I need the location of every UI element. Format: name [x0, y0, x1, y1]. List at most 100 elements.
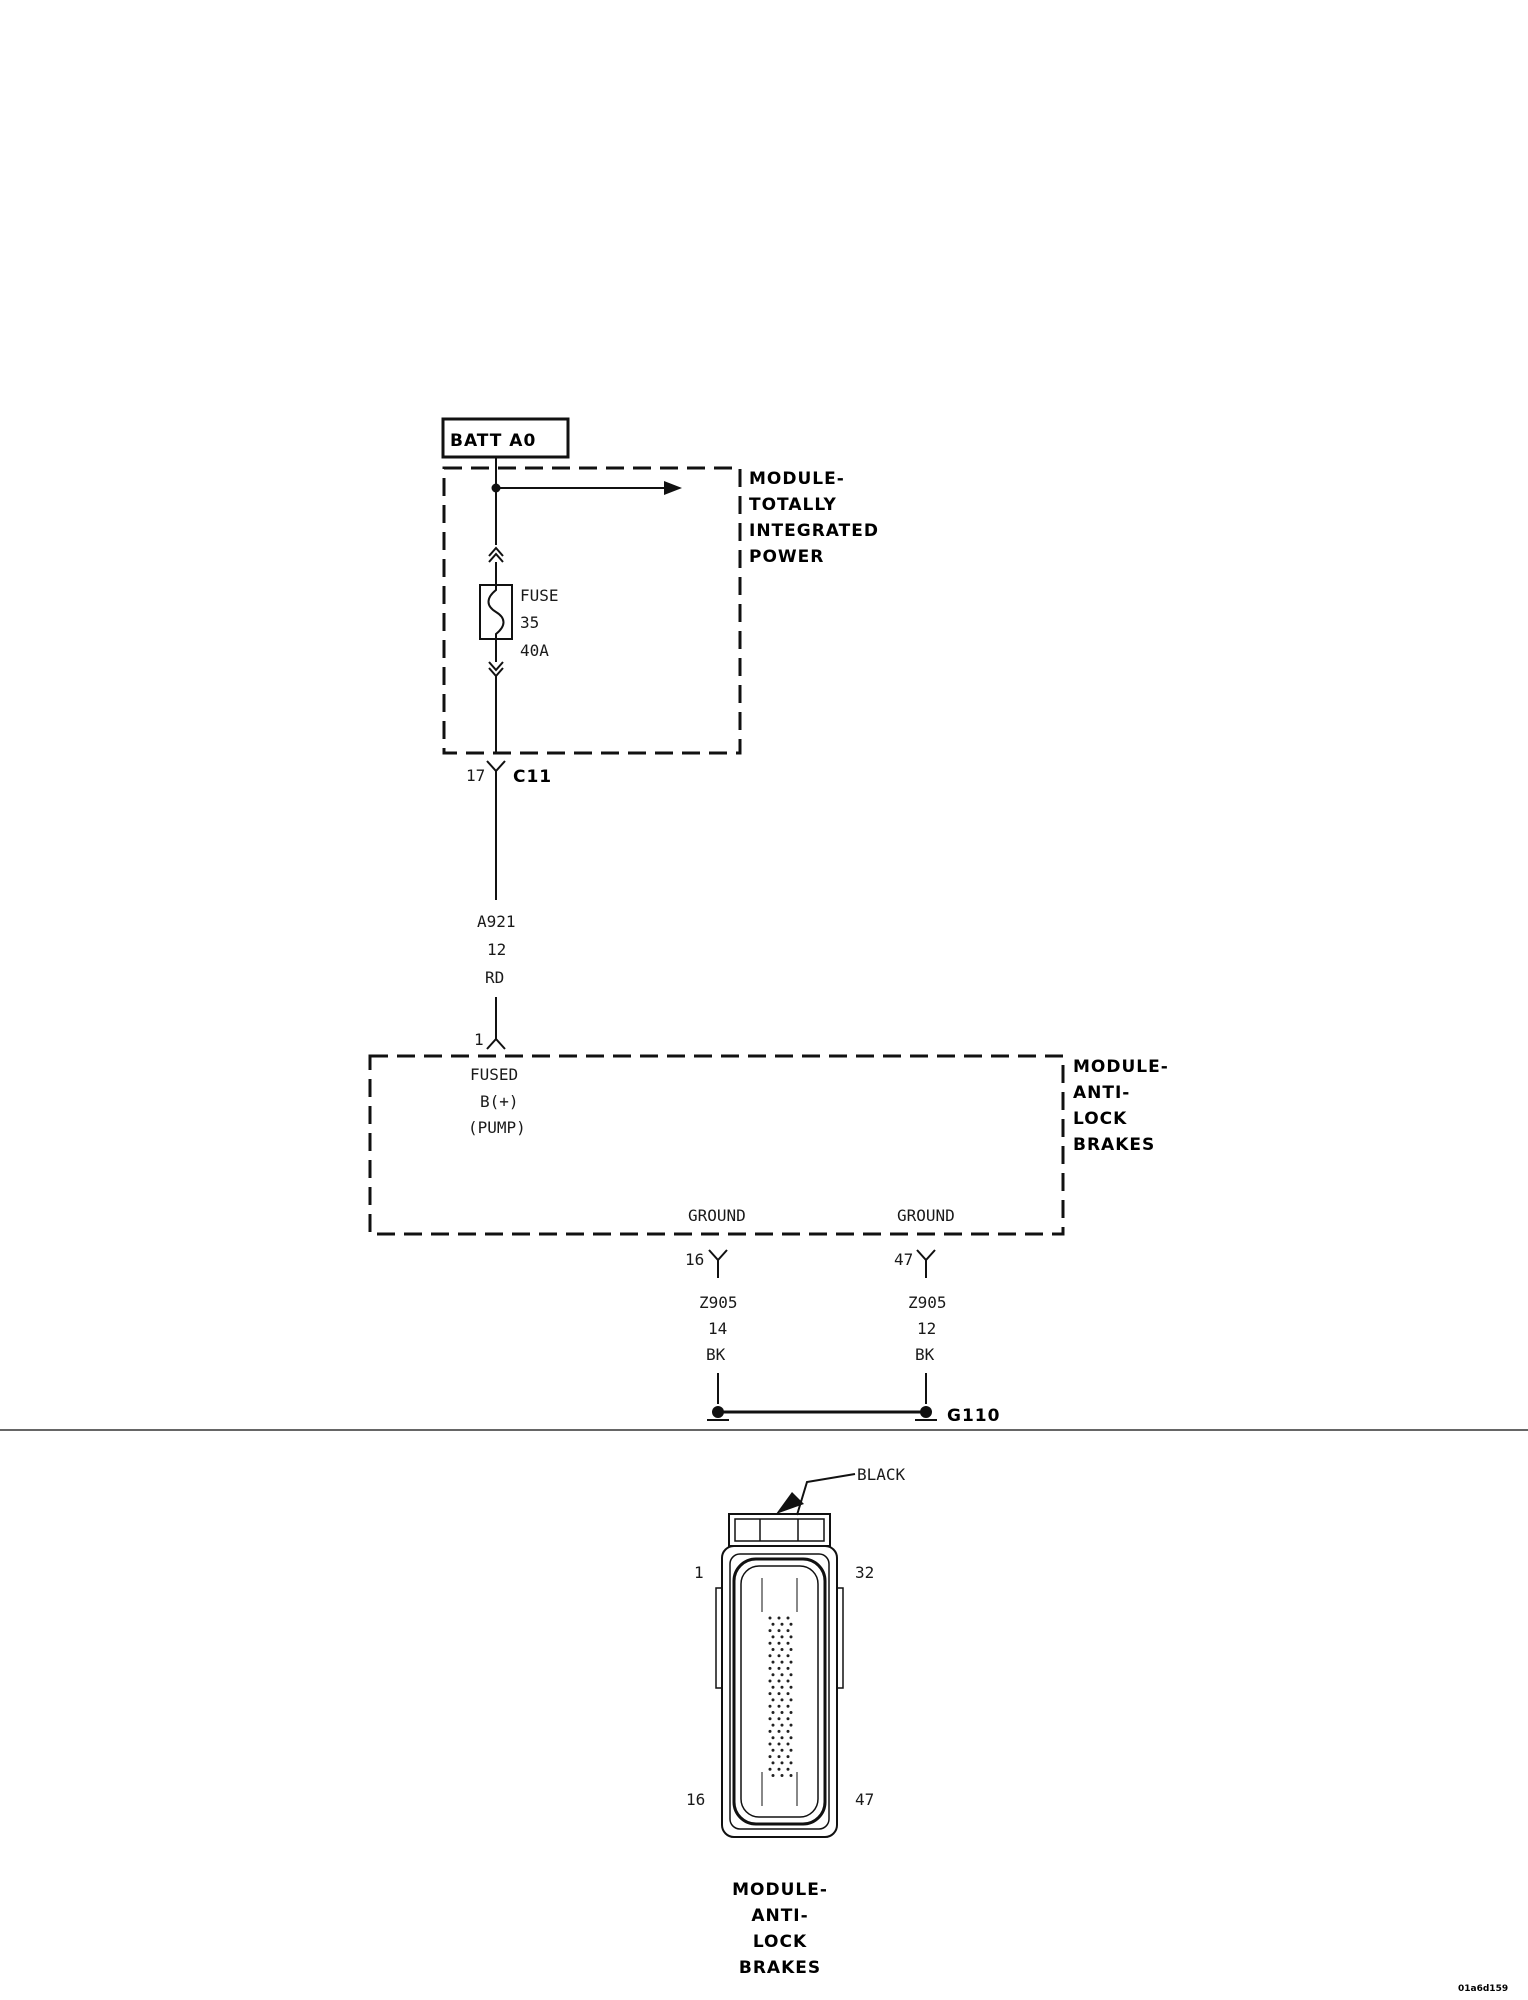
svg-text:(PUMP): (PUMP) [468, 1118, 526, 1137]
fuse-label: FUSE 35 40A [520, 586, 559, 660]
pin-cavity [768, 1729, 772, 1733]
pin-cavity [768, 1704, 772, 1708]
ground-right-pin-symbol [916, 1249, 936, 1262]
pin-cavity [786, 1729, 790, 1733]
batt-label-box [441, 417, 570, 459]
pin-cavity [777, 1717, 781, 1721]
pin-cavity [771, 1761, 775, 1765]
pin-cavity [789, 1622, 793, 1626]
ground-left-eyelet-icon [712, 1406, 724, 1418]
svg-text:ANTI-: ANTI- [1073, 1083, 1130, 1103]
pin-cavity [780, 1723, 784, 1727]
connector-color-label: BLACK [857, 1465, 906, 1484]
pin-cavity [768, 1692, 772, 1696]
abs-connector-face: BLACK 1 32 16 47 [686, 1465, 906, 1838]
pin-cavity [771, 1736, 775, 1740]
svg-text:MODULE-: MODULE- [749, 469, 845, 489]
pin-cavity [786, 1666, 790, 1670]
tip-module-box [442, 466, 742, 755]
pin-cavity [786, 1742, 790, 1746]
svg-text:BK: BK [915, 1345, 935, 1364]
svg-text:LOCK: LOCK [1073, 1109, 1127, 1129]
svg-text:POWER: POWER [749, 547, 824, 567]
pin-cavity [768, 1755, 772, 1759]
svg-text:12: 12 [917, 1319, 936, 1338]
svg-text:35: 35 [520, 613, 539, 632]
ground-right-wire-label: Z905 12 BK [908, 1293, 947, 1364]
pin-cavity [780, 1622, 784, 1626]
pin-cavity [777, 1767, 781, 1771]
abs-pin-1-symbol [486, 1037, 506, 1050]
pin-cavity [789, 1761, 793, 1765]
ground-right-label: GROUND [897, 1206, 955, 1225]
pin-cavity [789, 1635, 793, 1639]
pin-cavity [768, 1616, 772, 1620]
c11-pin: 17 [466, 766, 485, 785]
pin-label-47: 47 [855, 1790, 874, 1809]
pin-label-32: 32 [855, 1563, 874, 1582]
pin-cavity [768, 1717, 772, 1721]
figure-id: 01a6d159 [1458, 1984, 1508, 1994]
pin-cavity [786, 1629, 790, 1633]
ground-left-wire-label: Z905 14 BK [699, 1293, 738, 1364]
pin-cavity [780, 1761, 784, 1765]
pin-cavity [786, 1616, 790, 1620]
svg-text:MODULE-: MODULE- [732, 1880, 828, 1900]
pin-cavity [789, 1698, 793, 1702]
branch-arrow-icon [664, 481, 682, 495]
pin-cavity [771, 1673, 775, 1677]
pin-cavity [786, 1767, 790, 1771]
svg-text:RD: RD [485, 968, 504, 987]
svg-text:ANTI-: ANTI- [751, 1906, 808, 1926]
ground-point-name: G110 [947, 1406, 1000, 1426]
pin-cavity [789, 1673, 793, 1677]
abs-module-box [368, 1054, 1065, 1236]
pin-cavity [771, 1635, 775, 1639]
pin-cavity [771, 1711, 775, 1714]
svg-text:Z905: Z905 [699, 1293, 738, 1312]
pin-cavity [777, 1679, 781, 1683]
ground-left-pin: 16 [685, 1250, 704, 1269]
pin-cavity [789, 1711, 793, 1714]
chevron-down-icon [488, 661, 504, 672]
ground-left-label: GROUND [688, 1206, 746, 1225]
pin-cavity [786, 1679, 790, 1683]
svg-text:B(+): B(+) [480, 1092, 519, 1111]
abs-pin-1-number: 1 [474, 1030, 484, 1049]
pin-cavity [789, 1660, 793, 1664]
pin-cavity [780, 1774, 784, 1777]
pin-cavity [768, 1742, 772, 1746]
pin-cavity [768, 1629, 772, 1633]
pin-cavity [789, 1748, 793, 1752]
pin-cavity [789, 1774, 793, 1777]
pin-cavity [780, 1673, 784, 1677]
pin-cavity [780, 1660, 784, 1664]
ground-right-eyelet-icon [920, 1406, 932, 1418]
svg-text:TOTALLY: TOTALLY [749, 495, 837, 515]
svg-text:14: 14 [708, 1319, 727, 1338]
connector-title: MODULE- ANTI- LOCK BRAKES [732, 1880, 828, 1978]
c11-name: C11 [513, 767, 552, 787]
pin-cavity [780, 1748, 784, 1752]
svg-text:40A: 40A [520, 641, 549, 660]
connector-c11-symbol [486, 760, 506, 773]
pin-cavity [789, 1685, 793, 1689]
pin-cavity [777, 1704, 781, 1708]
svg-text:FUSED: FUSED [470, 1065, 518, 1084]
pin-cavity [777, 1755, 781, 1759]
pin-cavity [780, 1685, 784, 1689]
pin-cavity [786, 1641, 790, 1645]
pin-cavity [786, 1654, 790, 1658]
pin-cavity [768, 1641, 772, 1645]
pin-label-16: 16 [686, 1790, 705, 1809]
pin-cavity [771, 1648, 775, 1651]
pin-cavity [780, 1635, 784, 1639]
pin-cavity [780, 1648, 784, 1651]
svg-text:FUSE: FUSE [520, 586, 559, 605]
ground-right-pin: 47 [894, 1250, 913, 1269]
leader-line [796, 1473, 856, 1516]
pin-cavity [768, 1767, 772, 1771]
tip-module-label: MODULE- TOTALLY INTEGRATED POWER [749, 469, 878, 567]
pin-cavity [789, 1736, 793, 1740]
